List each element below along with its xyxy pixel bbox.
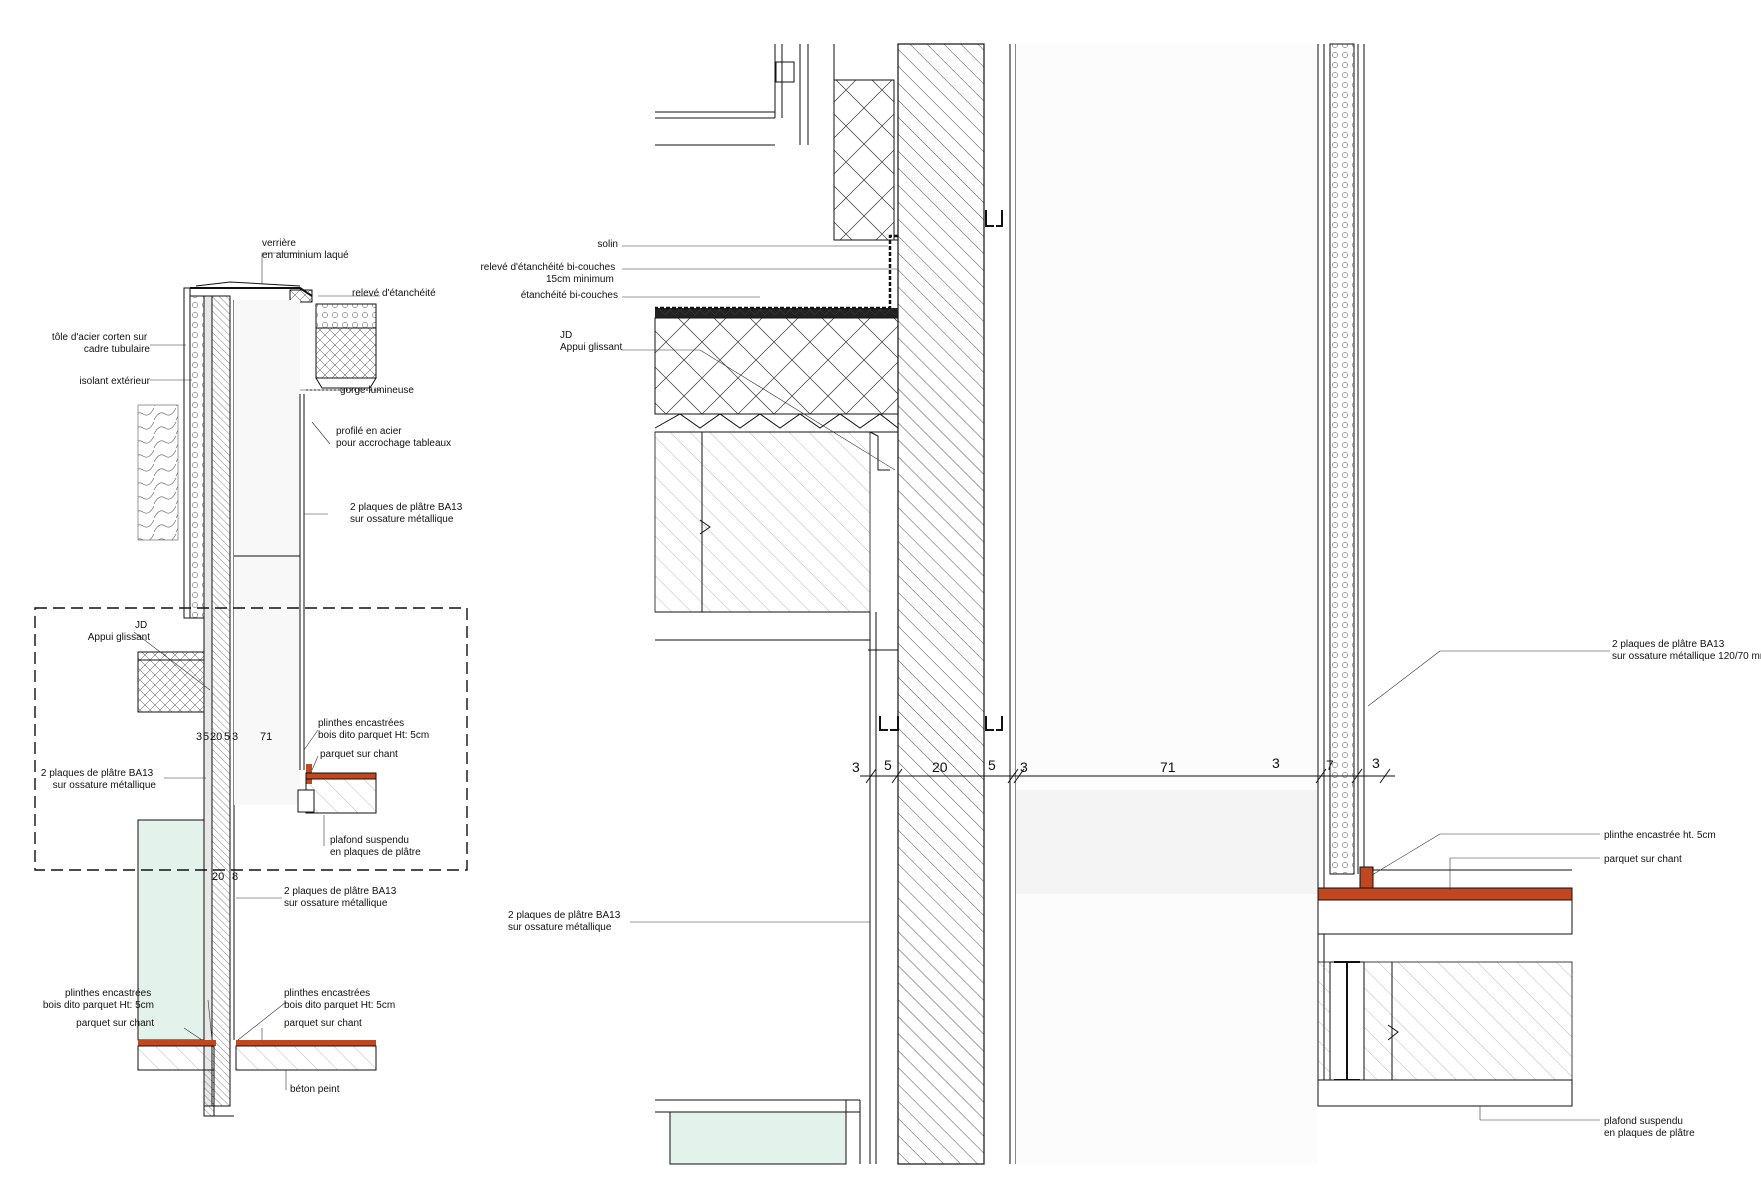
left-cavity (234, 300, 300, 805)
neighbour-tiles (137, 404, 179, 541)
concrete-wall (897, 43, 985, 1165)
label-parquet-right: parquet sur chant (1604, 854, 1682, 865)
roof-build-up (654, 234, 899, 1164)
label-plinthe-right: plinthe encastrée ht. 5cm (1604, 830, 1716, 841)
label-parquet-bl: parquet sur chant (76, 1018, 154, 1029)
label-parquet-br: parquet sur chant (284, 1018, 362, 1029)
left-section: verrière en aluminium laqué relevé d'éta… (34, 238, 468, 1117)
dim-l-5: 71 (260, 731, 272, 743)
label-parquet-inset: parquet sur chant (320, 749, 398, 760)
skylight-verriere (190, 281, 380, 391)
enlargement-frame (34, 607, 468, 871)
dim-l-4: 3 (232, 731, 238, 743)
label-plaques-inset: 2 plaques de plâtre BA13 sur ossature mé… (41, 768, 157, 791)
right-leaders (622, 245, 1610, 1121)
label-tole-corten: tôle d'acier corten sur cadre tubulaire (52, 332, 151, 355)
label-plaques-top-left: 2 plaques de plâtre BA13 sur ossature mé… (350, 502, 465, 525)
right-dimension-line (860, 768, 1395, 784)
dim-r-8: 3 (1372, 755, 1380, 771)
label-beton: béton peint (290, 1084, 340, 1095)
right-floor-slab (1317, 866, 1573, 1107)
insulation-layer (1329, 43, 1355, 875)
left-leaders (133, 252, 380, 1090)
dim-r-1: 5 (884, 757, 892, 773)
dim-l-7: 8 (232, 871, 238, 883)
dim-r-4: 3 (1020, 759, 1028, 775)
label-gorge: gorge lumineuse (340, 385, 414, 396)
label-verriere: verrière en aluminium laqué (262, 238, 349, 261)
label-isolant: isolant extérieur (79, 376, 150, 387)
label-profile: profilé en acier pour accrochage tableau… (336, 426, 451, 449)
label-plinthes-br: plinthes encastrées bois dito parquet Ht… (284, 988, 395, 1011)
label-plafond-left: plafond suspendu en plaques de plâtre (330, 835, 421, 858)
dim-r-3: 5 (988, 757, 996, 773)
left-concrete-wall (211, 295, 231, 1107)
dim-r-2: 20 (932, 759, 948, 775)
dim-l-2: 20 (210, 731, 222, 743)
label-plaques-bottom: 2 plaques de plâtre BA13 sur ossature mé… (284, 886, 399, 909)
dim-r-0: 3 (852, 759, 860, 775)
right-section: solin relevé d'étanchéité bi-couches 15c… (480, 43, 1761, 1165)
dim-r-5: 71 (1160, 759, 1176, 775)
dim-r-6: 3 (1272, 755, 1280, 771)
dim-l-1: 5 (203, 731, 209, 743)
dim-l-6: 20 (212, 871, 224, 883)
label-plafond-right: plafond suspendu en plaques de plâtre (1604, 1116, 1695, 1139)
label-jd-appui-right: JD Appui glissant (560, 330, 622, 353)
label-jd-appui-left: JD Appui glissant (88, 620, 150, 643)
label-solin: solin (597, 239, 618, 250)
dim-r-7: 7 (1326, 757, 1334, 773)
label-plinthes-bl: plinthes encastrées bois dito parquet Ht… (43, 988, 154, 1011)
dim-l-0: 3 (196, 731, 202, 743)
label-releve-left: relevé d'étanchéité (352, 288, 436, 299)
label-plaques-right: 2 plaques de plâtre BA13 sur ossature mé… (1612, 639, 1761, 662)
label-releve-bicouches: relevé d'étanchéité bi-couches 15cm mini… (480, 262, 618, 285)
upper-window-frame (655, 44, 898, 241)
left-glass-panel (137, 819, 205, 1041)
dim-l-3: 5 (224, 731, 230, 743)
label-plaques-mid: 2 plaques de plâtre BA13 sur ossature mé… (508, 910, 623, 933)
lower-window (655, 1099, 861, 1165)
label-etancheite-bicouches: étanchéité bi-couches (521, 290, 618, 301)
label-plinthes-inset: plinthes encastrées bois dito parquet Ht… (318, 718, 429, 741)
interior-cavity (1016, 44, 1318, 1164)
corten-cladding (183, 287, 191, 619)
